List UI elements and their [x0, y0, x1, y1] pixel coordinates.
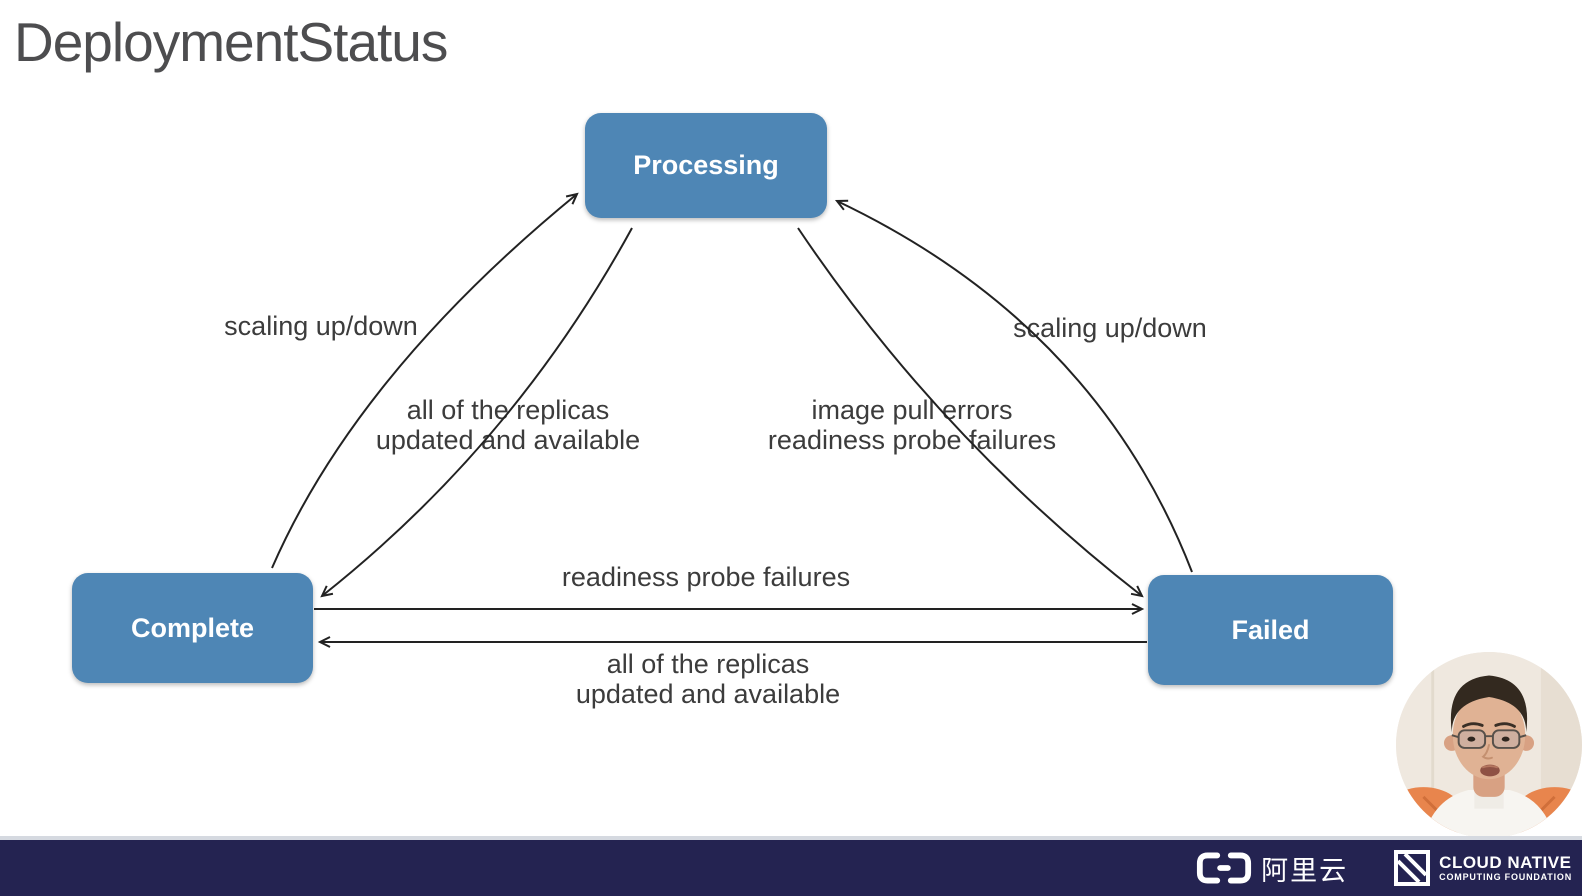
- edge-label-complete-to-failed: readiness probe failures: [561, 562, 851, 592]
- cncf-name: CLOUD NATIVE: [1439, 853, 1572, 872]
- alibaba-cloud-brackets-icon: [1197, 852, 1252, 884]
- cncf-cube-icon: [1394, 850, 1431, 886]
- footer-separator-line: [0, 836, 1582, 840]
- state-node-failed-label: Failed: [1231, 614, 1310, 645]
- alibaba-cloud-label: 阿里云: [1261, 855, 1349, 886]
- cncf-wordmark: CLOUD NATIVE COMPUTING FOUNDATION: [1439, 853, 1572, 883]
- slide-title: DeploymentStatus: [14, 11, 448, 73]
- alibaba-cloud-logo: 阿里云: [1195, 849, 1348, 888]
- state-node-processing: Processing: [585, 113, 827, 218]
- state-node-failed: Failed: [1148, 575, 1393, 685]
- arrow-complete-to-processing: [271, 192, 579, 569]
- edge-label-failed-to-processing: scaling up/down: [1013, 313, 1207, 343]
- edge-label-processing-to-failed-line2: readiness probe failures: [767, 425, 1057, 455]
- state-node-complete-label: Complete: [130, 612, 255, 643]
- edge-label-failed-to-complete: all of the replicas updated and availabl…: [576, 649, 840, 709]
- presenter-avatar: [1396, 652, 1582, 838]
- footer-bar: 阿里云 CLOUD NATIVE COMPUTING FOUNDATION: [0, 840, 1582, 896]
- cncf-logo: CLOUD NATIVE COMPUTING FOUNDATION: [1394, 850, 1572, 886]
- edge-label-failed-to-complete-line1: all of the replicas: [606, 649, 810, 679]
- edge-label-processing-to-failed-line1: image pull errors: [811, 395, 1013, 425]
- edge-label-failed-to-complete-line2: updated and available: [575, 679, 841, 709]
- cncf-subtitle: COMPUTING FOUNDATION: [1439, 872, 1572, 882]
- state-node-processing-label: Processing: [633, 150, 779, 180]
- edge-label-complete-to-processing: scaling up/down: [224, 311, 418, 341]
- arrow-failed-to-processing: [834, 199, 1193, 573]
- edge-label-processing-to-complete: all of the replicas updated and availabl…: [376, 395, 640, 455]
- edge-label-processing-to-complete-line1: all of the replicas: [406, 395, 610, 425]
- webcam-overlay: [1396, 652, 1582, 838]
- state-node-complete: Complete: [72, 573, 313, 683]
- edge-label-processing-to-failed: image pull errors readiness probe failur…: [768, 395, 1056, 455]
- edge-label-processing-to-complete-line2: updated and available: [375, 425, 641, 455]
